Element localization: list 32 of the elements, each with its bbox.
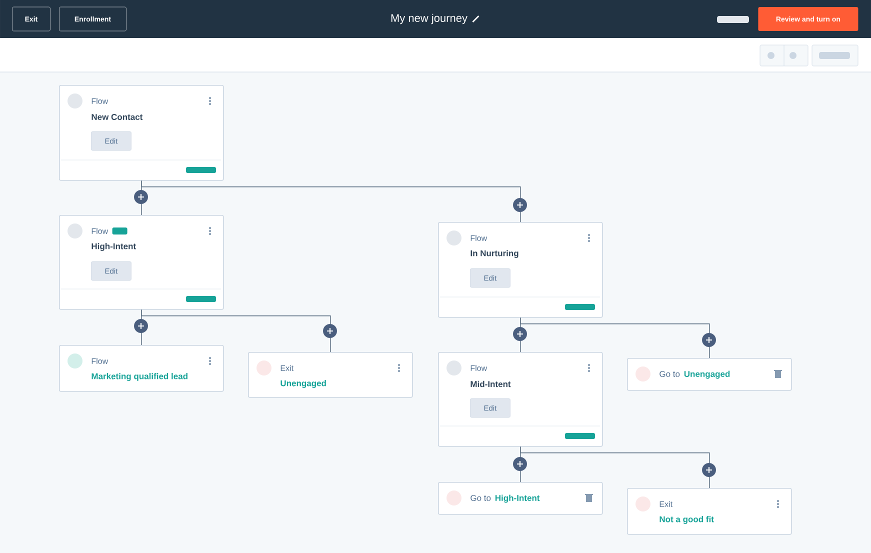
step-type: Exit bbox=[280, 365, 294, 371]
step-name: High-Intent bbox=[92, 243, 136, 251]
target-name: Unengaged bbox=[684, 370, 730, 379]
goto-label: Go to bbox=[660, 371, 680, 377]
step-type: Flow bbox=[92, 98, 108, 104]
connector bbox=[520, 317, 710, 358]
step-type: Flow bbox=[92, 228, 108, 234]
connector bbox=[141, 309, 331, 352]
step-card bbox=[438, 482, 603, 515]
step-type: Flow bbox=[470, 235, 488, 241]
step-card bbox=[59, 345, 224, 392]
step-card bbox=[438, 222, 603, 318]
connector bbox=[520, 446, 710, 488]
step-name: Not a good fit bbox=[660, 516, 714, 524]
step-name: Marketing qualified lead bbox=[92, 373, 188, 381]
step-type: Exit bbox=[660, 501, 672, 507]
goto-label: Go to bbox=[470, 495, 491, 501]
target-name: High-Intent bbox=[495, 494, 540, 503]
step-card bbox=[248, 352, 413, 398]
connector bbox=[141, 180, 521, 222]
journey-title: My new journey bbox=[391, 14, 468, 24]
step-card bbox=[59, 85, 224, 181]
step-card bbox=[627, 358, 792, 391]
step-name: New Contact bbox=[92, 114, 143, 120]
step-type: Flow bbox=[470, 365, 488, 371]
step-name: In Nurturing bbox=[470, 250, 518, 258]
step-name: Unengaged bbox=[280, 380, 326, 388]
step-name: Mid-Intent bbox=[470, 380, 511, 388]
step-card bbox=[59, 215, 224, 310]
step-card bbox=[627, 488, 792, 535]
step-card bbox=[438, 352, 603, 447]
step-type: Flow bbox=[92, 358, 108, 364]
